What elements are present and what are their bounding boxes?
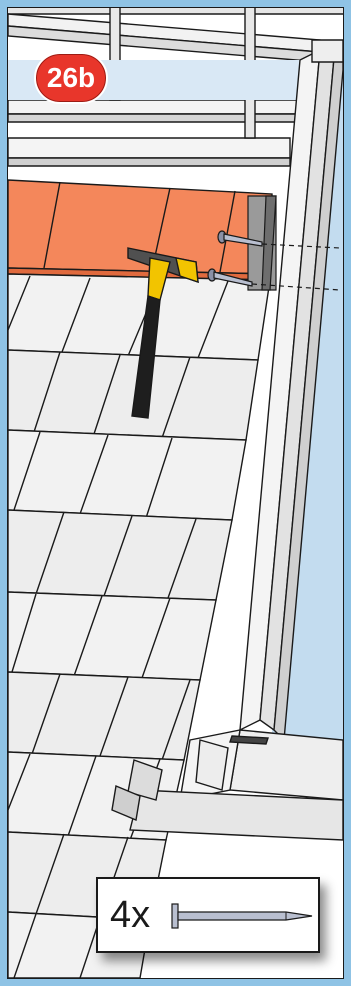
nail-icon — [170, 901, 316, 931]
quantity-label: 4x — [110, 893, 150, 937]
highlighted-tile-row — [8, 180, 272, 280]
quantity-callout: 4x — [96, 877, 320, 953]
step-number-badge: 26b — [34, 52, 108, 104]
